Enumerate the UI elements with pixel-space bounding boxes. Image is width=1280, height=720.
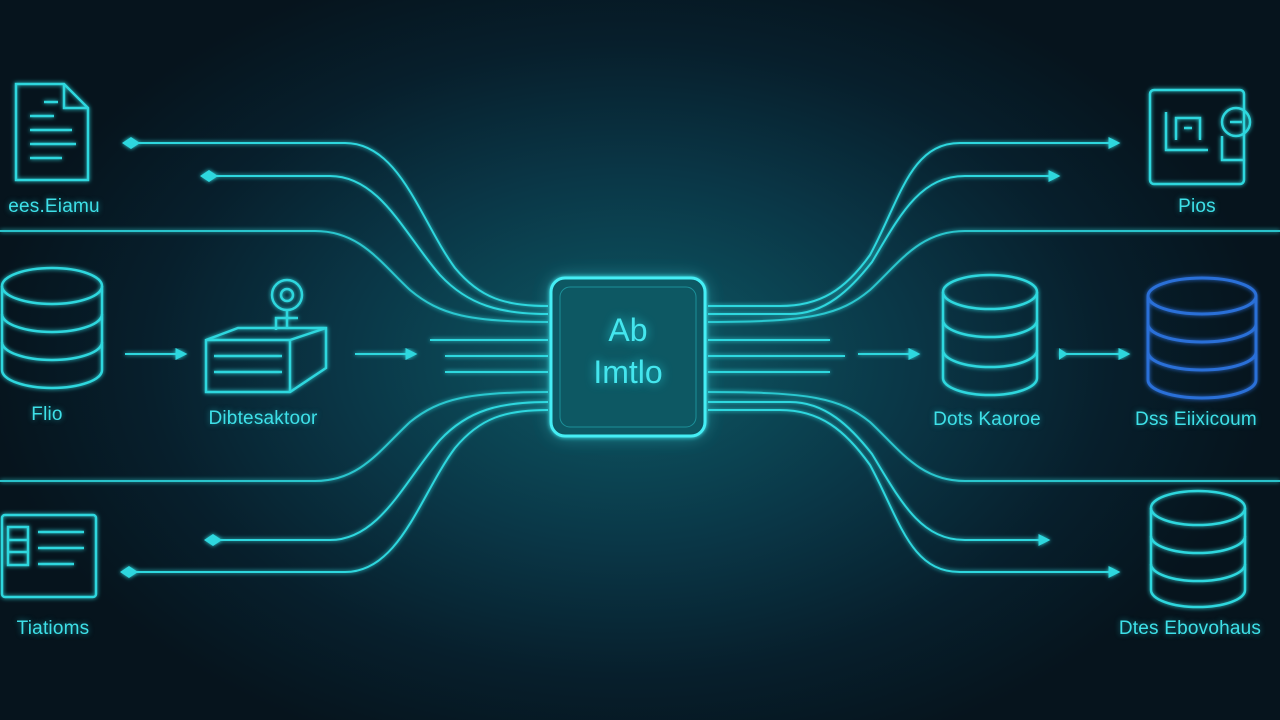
connector-left-top-1 bbox=[130, 142, 549, 307]
document-icon bbox=[14, 82, 90, 182]
connector-left-bottom-2 bbox=[128, 409, 549, 573]
frame-lines bbox=[0, 230, 1280, 482]
frame-line-upper-left bbox=[0, 230, 549, 323]
left-node-label-notes: Tiatioms bbox=[16, 618, 90, 639]
right-node-label-db-b: Dss Eiixicoum bbox=[1135, 409, 1257, 430]
connector-left-bottom-1 bbox=[212, 401, 549, 541]
right-node-label-db-a: Dots Kaoroe bbox=[933, 409, 1041, 430]
connector-right-top-1 bbox=[708, 137, 1121, 307]
connector-right-bottom-1 bbox=[708, 401, 1051, 546]
right-node-label-db-c: Dtes Ebovohaus bbox=[1118, 618, 1262, 639]
diamond-marker bbox=[122, 137, 140, 149]
database-icon bbox=[1149, 489, 1247, 609]
hub-chip-body bbox=[549, 276, 707, 438]
connector-right-top-2 bbox=[708, 170, 1061, 315]
connector-right-bottom-2 bbox=[708, 409, 1121, 578]
right-node-label-dashboard: Pios bbox=[1178, 196, 1216, 217]
left-node-label-doc: ees.Eiamu bbox=[8, 196, 100, 217]
notes-panel-icon bbox=[0, 513, 98, 599]
frame-line-lower-right bbox=[707, 391, 1280, 482]
connectors-right bbox=[708, 137, 1121, 578]
storage-device-icon bbox=[204, 278, 328, 394]
connector-end-markers bbox=[120, 137, 222, 578]
connector-left-top-2 bbox=[208, 175, 549, 315]
left-node-label-db: Flio bbox=[31, 404, 63, 425]
frame-line-lower-left bbox=[0, 391, 549, 482]
flow-arrows bbox=[125, 348, 1131, 360]
database-icon bbox=[941, 273, 1039, 397]
left-node-label-processor: Dibtesaktoor bbox=[208, 408, 318, 429]
arrow-db-a-to-db-b-tail bbox=[1059, 348, 1068, 360]
database-icon bbox=[0, 266, 104, 390]
hub-chip bbox=[549, 276, 707, 438]
frame-line-upper-right bbox=[707, 230, 1280, 323]
connectors-left bbox=[128, 142, 549, 573]
database-icon bbox=[1146, 276, 1258, 400]
dashboard-icon bbox=[1148, 88, 1252, 186]
hub-title: Ab bbox=[608, 312, 648, 348]
diamond-marker bbox=[204, 534, 222, 546]
diamond-marker bbox=[120, 566, 138, 578]
diamond-marker bbox=[200, 170, 218, 182]
hub-subtitle: Imtlo bbox=[593, 354, 663, 390]
